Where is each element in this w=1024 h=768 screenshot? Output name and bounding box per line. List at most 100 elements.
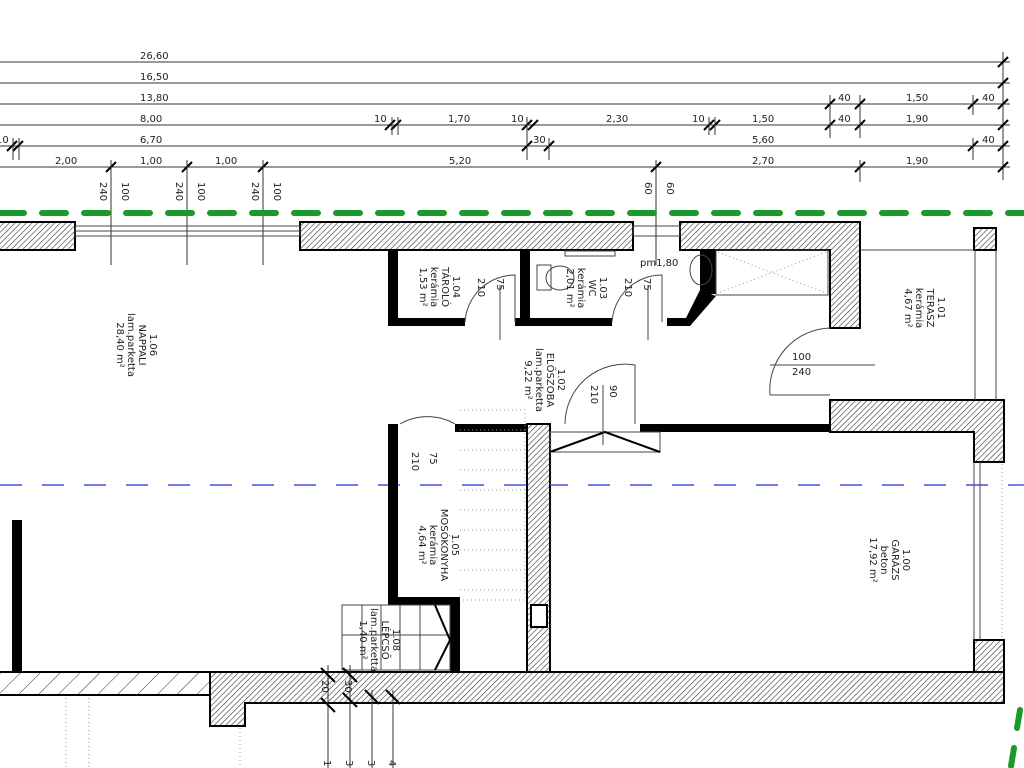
opening-height: 240 <box>97 182 108 201</box>
room-number: 1.05 <box>449 534 460 556</box>
dim-row5: 30 <box>533 135 546 146</box>
bottom-dimensions: 20 30 1 3 3 4 <box>319 665 401 768</box>
dim-row4: 10 <box>374 114 387 125</box>
dim-row4: 2,30 <box>606 114 628 125</box>
dim-row4: 40 <box>838 114 851 125</box>
room-name: TERASZ <box>924 287 935 327</box>
door-width: 100 <box>792 352 811 363</box>
opening-width: 60 <box>664 182 675 195</box>
room-label-garazs: 1.00 GARÁZS beton 17,92 m² <box>867 537 911 583</box>
room-area: 17,92 m² <box>867 537 878 583</box>
room-number: 1.01 <box>935 297 946 319</box>
door-width: 75 <box>494 278 505 291</box>
dim-bottom: 3 <box>343 760 354 766</box>
dim-row6: 2,70 <box>752 156 774 167</box>
opening-height: 60 <box>642 182 653 195</box>
room-label-terasz: 1.01 TERASZ kerámia 4,67 m² <box>902 287 946 328</box>
dim-bottom: 30 <box>342 680 353 693</box>
dim-row4: 10 <box>692 114 705 125</box>
foundation-lines <box>65 432 1003 768</box>
dim-row4: 10 <box>511 114 524 125</box>
property-line-corner <box>1008 707 1023 768</box>
room-floor: kerámia <box>428 267 440 307</box>
room-floor: kerámia <box>913 288 925 328</box>
dim-bottom: 1 <box>321 760 332 766</box>
dim-row5: 10 <box>0 135 9 146</box>
room-number: 1.08 <box>390 629 401 651</box>
room-area: 4,67 m² <box>902 288 913 327</box>
doors <box>399 274 875 445</box>
dim-row2: 16,50 <box>140 72 169 83</box>
room-floor: kerámia <box>427 525 439 565</box>
room-floor: lam.parketta <box>368 608 379 672</box>
washbasin <box>689 254 713 286</box>
dim-row6: 1,00 <box>215 156 237 167</box>
interior-walls <box>12 250 830 672</box>
dim-row4: 1,70 <box>448 114 470 125</box>
toilet-tank <box>536 264 552 291</box>
sill-height-label: pm1,80 <box>640 258 678 269</box>
dimension-chains: 26,60 16,50 13,80 40 1,50 40 8,00 10 1,7… <box>0 51 1010 265</box>
door-width: 75 <box>641 278 652 291</box>
door-height: 210 <box>409 452 420 471</box>
room-number: 1.00 <box>900 549 911 571</box>
room-number: 1.06 <box>147 334 158 356</box>
room-label-tarolo: 1.04 TÁROLÓ kerámia 1,53 m² <box>417 266 461 307</box>
room-floor: lam.parketta <box>125 313 136 377</box>
room-floor: kerámia <box>575 268 587 308</box>
room-name: WC <box>586 280 597 297</box>
dim-row5: 40 <box>982 135 995 146</box>
opening-width: 100 <box>195 182 206 201</box>
dim-row3: 40 <box>982 93 995 104</box>
dim-row4: 8,00 <box>140 114 162 125</box>
door-height: 210 <box>475 278 486 297</box>
room-floor: beton <box>878 546 889 575</box>
fixtures <box>341 249 829 671</box>
room-label-nappali: 1.06 NAPPALI lam.parketta 28,40 m² <box>114 313 158 377</box>
dim-row3: 40 <box>838 93 851 104</box>
room-area: 28,40 m² <box>114 322 125 368</box>
dim-bottom: 4 <box>386 760 397 766</box>
opening-height: 240 <box>249 182 260 201</box>
door-height: 210 <box>588 385 599 404</box>
room-floor: lam.parketta <box>533 348 544 412</box>
room-number: 1.02 <box>555 369 566 391</box>
dim-row5: 5,60 <box>752 135 774 146</box>
dim-total: 26,60 <box>140 51 169 62</box>
dim-row4: 1,50 <box>752 114 774 125</box>
dim-row6: 2,00 <box>55 156 77 167</box>
door-width: 90 <box>607 385 618 398</box>
dim-row4: 1,90 <box>906 114 928 125</box>
windows <box>74 225 997 640</box>
room-area: 1,40 m² <box>357 620 368 659</box>
room-area: 9,22 m² <box>522 360 533 399</box>
room-label-wc: 1.03 WC kerámia 2,01 m² <box>564 268 608 308</box>
dim-row3: 1,50 <box>906 93 928 104</box>
door-width: 75 <box>427 452 438 465</box>
dim-row6: 1,00 <box>140 156 162 167</box>
room-area: 4,64 m² <box>416 525 427 564</box>
door-height: 210 <box>622 278 633 297</box>
column <box>530 604 548 628</box>
opening-height: 240 <box>173 182 184 201</box>
room-name: MOSÓKONYHA <box>438 509 451 582</box>
dim-bottom: 3 <box>365 760 376 766</box>
toilet-bowl <box>545 265 575 291</box>
dim-row6: 1,90 <box>906 156 928 167</box>
dim-row3: 13,80 <box>140 93 169 104</box>
room-area: 1,53 m² <box>417 267 428 306</box>
dim-row5: 6,70 <box>140 135 162 146</box>
dim-bottom: 20 <box>319 680 330 693</box>
opening-width: 100 <box>119 182 130 201</box>
room-label-lepcso: 1.08 LÉPCSŐ lam.parketta 1,40 m² <box>357 608 401 672</box>
room-name: ELŐSZOBA <box>544 353 558 408</box>
room-name: GARÁZS <box>889 539 902 580</box>
room-number: 1.04 <box>450 276 461 298</box>
room-number: 1.03 <box>597 277 608 299</box>
opening-width: 100 <box>271 182 282 201</box>
room-name: LÉPCSŐ <box>379 620 393 659</box>
room-name: TÁROLÓ <box>439 266 452 307</box>
dim-row6: 5,20 <box>449 156 471 167</box>
room-label-mosokonyha: 1.05 MOSÓKONYHA kerámia 4,64 m² <box>416 509 460 582</box>
